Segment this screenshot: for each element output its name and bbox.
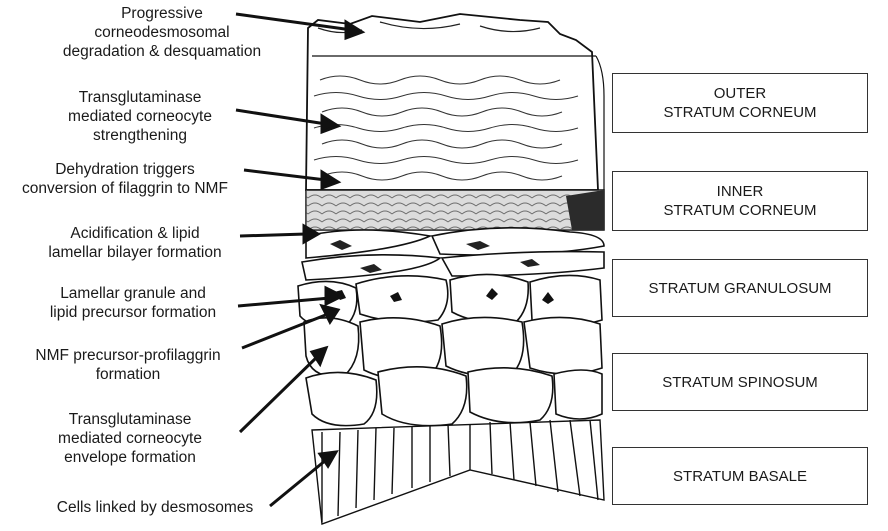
- stratum-basale-drawing: [312, 420, 604, 524]
- annotation-lipid-lamellar-bilayer: Acidification & lipid lamellar bilayer f…: [20, 224, 250, 262]
- annotation-corneocyte-strengthening: Transglutaminase mediated corneocyte str…: [20, 88, 260, 145]
- outer-stratum-corneum-drawing: [306, 14, 604, 190]
- inner-stratum-corneum-drawing: [306, 190, 604, 230]
- stratum-granulosum-drawing: [302, 228, 604, 280]
- annotation-envelope-formation: Transglutaminase mediated corneocyte env…: [30, 410, 230, 467]
- annotation-filaggrin-to-nmf: Dehydration triggers conversion of filag…: [0, 160, 250, 198]
- layer-label-stratum-basale: STRATUM BASALE: [612, 447, 868, 505]
- layer-label-stratum-granulosum: STRATUM GRANULOSUM: [612, 259, 868, 317]
- annotation-desmosomes: Cells linked by desmosomes: [30, 498, 280, 517]
- annotation-lamellar-granule: Lamellar granule and lipid precursor for…: [20, 284, 246, 322]
- annotation-desquamation: Progressive corneodesmosomal degradation…: [22, 4, 302, 61]
- annotation-profilaggrin: NMF precursor-profilaggrin formation: [8, 346, 248, 384]
- layer-label-inner-stratum-corneum: INNER STRATUM CORNEUM: [612, 171, 868, 231]
- layer-label-stratum-spinosum: STRATUM SPINOSUM: [612, 353, 868, 411]
- stratum-spinosum-drawing: [298, 274, 602, 425]
- layer-label-outer-stratum-corneum: OUTER STRATUM CORNEUM: [612, 73, 868, 133]
